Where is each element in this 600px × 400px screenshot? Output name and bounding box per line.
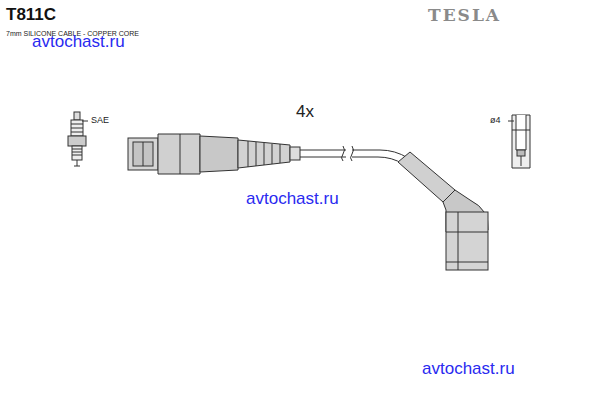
quantity: 4x bbox=[296, 103, 314, 122]
watermark: avtochast.ru bbox=[246, 190, 339, 209]
brand-name: TESLA bbox=[428, 6, 501, 25]
coil-boot bbox=[398, 152, 488, 270]
leader-line bbox=[82, 121, 88, 122]
watermark: avtochast.ru bbox=[422, 360, 515, 379]
thread-standard: SAE bbox=[91, 116, 109, 126]
watermark: avtochast.ru bbox=[32, 33, 125, 52]
ignition-cable bbox=[300, 146, 408, 164]
plug-boot bbox=[128, 134, 300, 174]
leader-line bbox=[508, 121, 514, 122]
terminal-4mm bbox=[512, 115, 530, 168]
terminal-diameter: ø4 bbox=[490, 116, 501, 126]
spark-plug bbox=[68, 112, 86, 166]
part-number: T811C bbox=[6, 6, 56, 25]
